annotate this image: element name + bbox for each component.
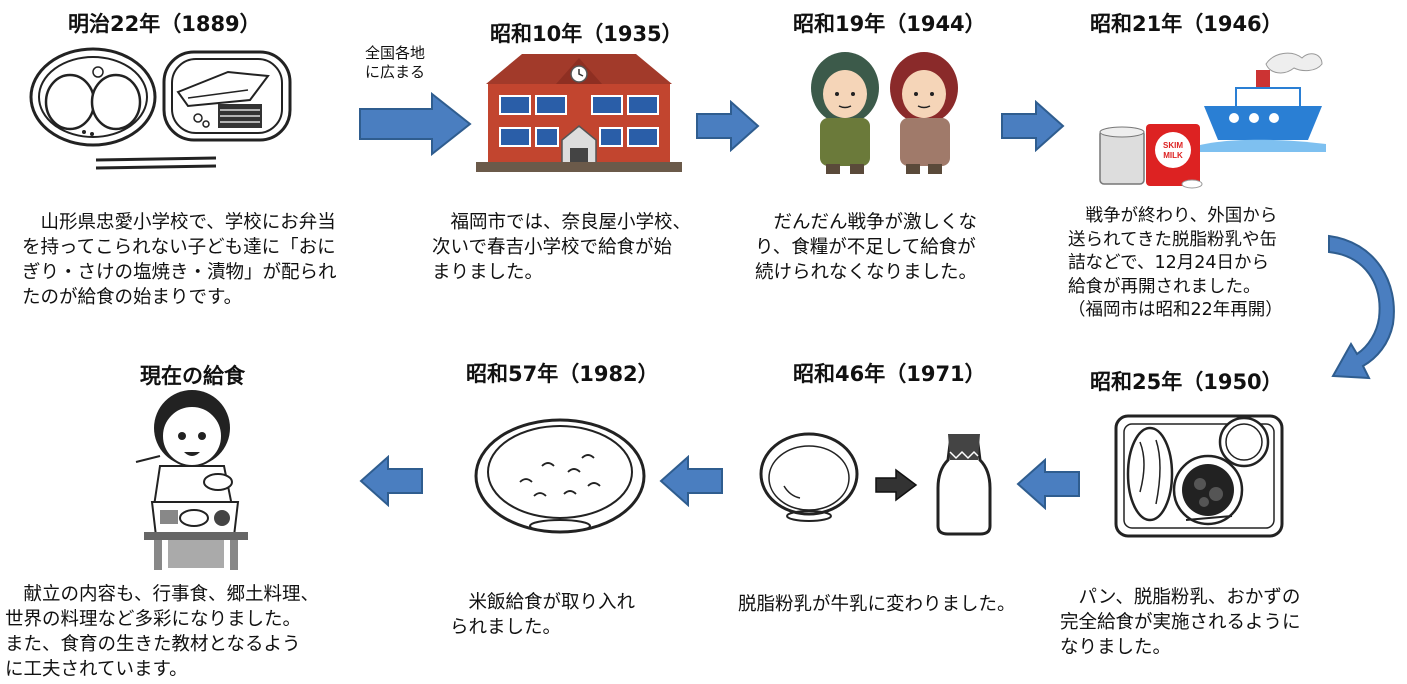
stage-title-1982: 昭和57年（1982） bbox=[466, 362, 659, 386]
stage-title-1889: 明治22年（1889） bbox=[68, 12, 261, 36]
stage-text-1982: 米飯給食が取り入れ られました。 bbox=[450, 592, 636, 638]
arrow-curve-down bbox=[1328, 234, 1395, 380]
stage-title-1971: 昭和46年（1971） bbox=[793, 362, 986, 386]
rice-bowl-illustration bbox=[474, 418, 646, 534]
stage-text-1944: だんだん戦争が激しくな り、食糧が不足して給食が 続けられなくなりました。 bbox=[755, 212, 978, 283]
arrow-left-2 bbox=[659, 455, 723, 507]
svg-text:MILK: MILK bbox=[1163, 151, 1183, 160]
stage-title-1946: 昭和21年（1946） bbox=[1090, 12, 1283, 36]
stage-text-1946: 戦争が終わり、外国から 送られてきた脱脂粉乳や缶 詰などで、12月24日から 給… bbox=[1068, 206, 1283, 320]
skim-milk-label: SKIM bbox=[1163, 141, 1183, 150]
stage-title-1944: 昭和19年（1944） bbox=[793, 12, 986, 36]
stage-title-present: 現在の給食 bbox=[140, 364, 245, 388]
arrow-small-black bbox=[875, 468, 918, 502]
stage-text-1889: 山形県忠愛小学校で、学校にお弁当 を持ってこられない子ども達に「おに ぎり・さけ… bbox=[22, 212, 337, 308]
full-meal-tray-illustration bbox=[1114, 414, 1284, 538]
school-building-illustration bbox=[476, 54, 682, 172]
arrow-note: 全国各地 に広まる bbox=[365, 44, 426, 81]
stage-text-1935: 福岡市では、奈良屋小学校、 次いで春吉小学校で給食が始 まりました。 bbox=[432, 212, 692, 283]
child-eating-illustration bbox=[135, 390, 248, 570]
stage-title-1935: 昭和10年（1935） bbox=[490, 22, 683, 46]
milk-bowl-illustration bbox=[759, 432, 859, 522]
arrow-left-1 bbox=[1016, 458, 1080, 510]
arrow-left-3 bbox=[359, 455, 423, 507]
onigiri-bento-illustration bbox=[29, 47, 292, 170]
wartime-children-illustration bbox=[811, 52, 958, 174]
arrow-right-1 bbox=[359, 92, 472, 156]
relief-supplies-illustration: SKIM MILK bbox=[1099, 52, 1326, 189]
stage-text-1950: パン、脱脂粉乳、おかずの 完全給食が実施されるように なりました。 bbox=[1060, 587, 1301, 658]
stage-text-1971: 脱脂粉乳が牛乳に変わりました。 bbox=[738, 594, 1016, 615]
milk-bottle-illustration bbox=[936, 434, 992, 536]
stage-title-1950: 昭和25年（1950） bbox=[1090, 370, 1283, 394]
arrow-right-2 bbox=[696, 100, 760, 152]
stage-text-present: 献立の内容も、行事食、郷土料理、 世界の料理など多彩になりました。 また、食育の… bbox=[5, 584, 319, 680]
arrow-right-3 bbox=[1001, 100, 1065, 152]
